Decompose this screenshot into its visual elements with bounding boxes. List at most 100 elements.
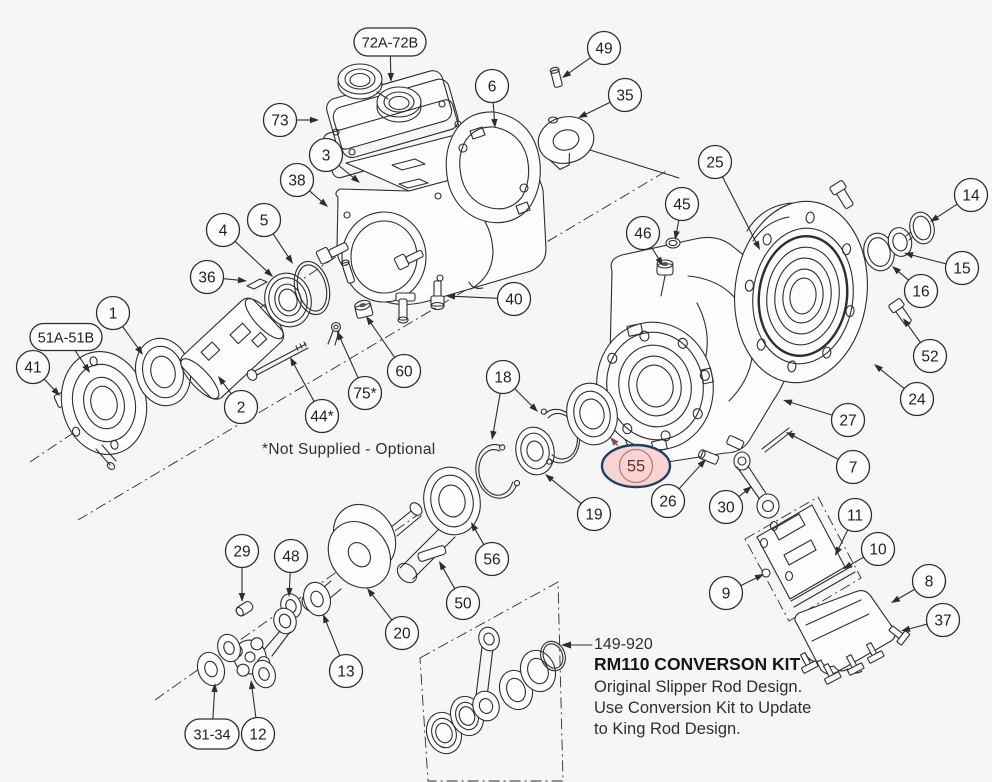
conversion-kit-inset	[419, 581, 593, 782]
callout-5[interactable]: 5	[246, 202, 294, 265]
washer-13-part	[303, 581, 331, 617]
part-left-assembly	[53, 242, 445, 470]
svg-text:38: 38	[288, 173, 305, 190]
part-valve-rings	[863, 211, 935, 272]
svg-text:6: 6	[488, 79, 497, 96]
callout-40[interactable]: 40	[446, 281, 532, 317]
callout-14[interactable]: 14	[930, 177, 989, 223]
highlighted-callout-55[interactable]: 55	[600, 437, 672, 489]
part-slipper-rod	[196, 607, 297, 689]
svg-text:24: 24	[908, 392, 926, 409]
svg-text:72A-72B: 72A-72B	[362, 36, 418, 52]
callout-50[interactable]: 50	[439, 561, 481, 621]
callout-72a72b[interactable]: 72A-72B	[353, 27, 427, 82]
callout-layer: 4935672A-72B733384536151A-51B41244*75*60…	[15, 27, 989, 752]
svg-text:48: 48	[282, 549, 299, 566]
callout-12[interactable]: 12	[240, 680, 276, 752]
bolt-49-part	[549, 66, 563, 88]
fitting-46-part	[656, 259, 674, 297]
not-supplied-note: *Not Supplied - Optional	[262, 441, 436, 458]
callout-48[interactable]: 48	[273, 538, 309, 598]
callout-29[interactable]: 29	[224, 533, 260, 603]
callout-9[interactable]: 9	[708, 574, 765, 611]
callout-6[interactable]: 6	[474, 68, 510, 129]
callout-27[interactable]: 27	[783, 399, 866, 438]
svg-text:30: 30	[717, 500, 735, 517]
callout-20[interactable]: 20	[367, 588, 420, 651]
svg-text:52: 52	[921, 349, 938, 366]
callout-75[interactable]: 75*	[337, 331, 383, 411]
cotter-75-part	[327, 321, 342, 346]
svg-text:11: 11	[847, 508, 863, 525]
part-bearing-stack	[396, 382, 618, 584]
callout-19[interactable]: 19	[545, 474, 612, 532]
svg-text:7: 7	[849, 460, 858, 477]
race-55-part	[566, 382, 618, 446]
svg-text:56: 56	[483, 552, 500, 569]
callout-10[interactable]: 10	[843, 531, 896, 570]
part-bearing-cover	[734, 180, 912, 384]
callout-2[interactable]: 2	[218, 376, 259, 425]
callout-35[interactable]: 35	[578, 77, 643, 119]
part-head-manifold	[794, 589, 911, 685]
kit-desc-line: Original Slipper Rod Design.	[594, 678, 803, 696]
oring-45-part	[665, 237, 681, 249]
callout-25[interactable]: 25	[697, 144, 761, 251]
part-connecting-rod	[733, 451, 780, 519]
svg-text:51A-51B: 51A-51B	[38, 331, 94, 347]
svg-text:37: 37	[934, 613, 951, 630]
callout-4[interactable]: 4	[205, 212, 274, 278]
callout-16[interactable]: 16	[892, 266, 939, 309]
svg-text:45: 45	[673, 197, 690, 214]
svg-text:44*: 44*	[310, 409, 333, 426]
callout-46[interactable]: 46	[625, 215, 664, 267]
pin-29-part	[235, 600, 254, 617]
callout-56[interactable]: 56	[471, 522, 510, 577]
kit-part-number: 149-920	[594, 636, 653, 653]
snap-ring-part	[475, 444, 521, 499]
callout-41[interactable]: 41	[15, 349, 61, 397]
callout-38[interactable]: 38	[279, 162, 329, 208]
bolt-40-part	[430, 280, 445, 311]
callout-18[interactable]: 18	[485, 359, 539, 441]
callout-8[interactable]: 8	[891, 563, 947, 604]
svg-text:5: 5	[260, 213, 269, 230]
callout-44[interactable]: 44*	[290, 357, 340, 434]
svg-text:40: 40	[505, 292, 523, 309]
part-clamp	[537, 66, 680, 179]
svg-text:75*: 75*	[353, 386, 376, 403]
callout-24[interactable]: 24	[874, 364, 935, 417]
key-50-part	[417, 545, 447, 562]
oring-large-part	[293, 260, 331, 316]
kit-rod-parts	[425, 626, 566, 755]
svg-text:14: 14	[962, 188, 980, 205]
callout-26[interactable]: 26	[650, 459, 707, 519]
elbow-bolt-part	[395, 292, 416, 324]
svg-text:50: 50	[454, 596, 472, 613]
callout-11[interactable]: 11	[835, 497, 873, 557]
svg-text:16: 16	[912, 284, 929, 301]
callout-7[interactable]: 7	[786, 432, 871, 485]
svg-text:18: 18	[494, 370, 511, 387]
callout-1[interactable]: 1	[95, 295, 144, 356]
callout-60[interactable]: 60	[366, 316, 422, 389]
callout-52[interactable]: 52	[903, 318, 948, 374]
bolt-37-part	[888, 625, 911, 646]
callout-30[interactable]: 30	[708, 486, 753, 525]
callout-36[interactable]: 36	[189, 259, 248, 295]
svg-text:41: 41	[24, 360, 41, 377]
callout-37[interactable]: 37	[901, 602, 961, 638]
callout-13[interactable]: 13	[323, 614, 364, 689]
rod-44-part	[246, 341, 309, 381]
callout-3[interactable]: 3	[308, 137, 361, 184]
kit-desc-line: Use Conversion Kit to Update	[594, 699, 812, 717]
callout-51a51b[interactable]: 51A-51B	[29, 322, 103, 374]
callout-49[interactable]: 49	[562, 30, 622, 79]
callout-45[interactable]: 45	[664, 186, 700, 241]
callout-73[interactable]: 73	[262, 102, 320, 138]
svg-text:19: 19	[585, 507, 602, 524]
callout-3134[interactable]: 31-34	[184, 683, 240, 750]
callout-15[interactable]: 15	[904, 250, 980, 286]
